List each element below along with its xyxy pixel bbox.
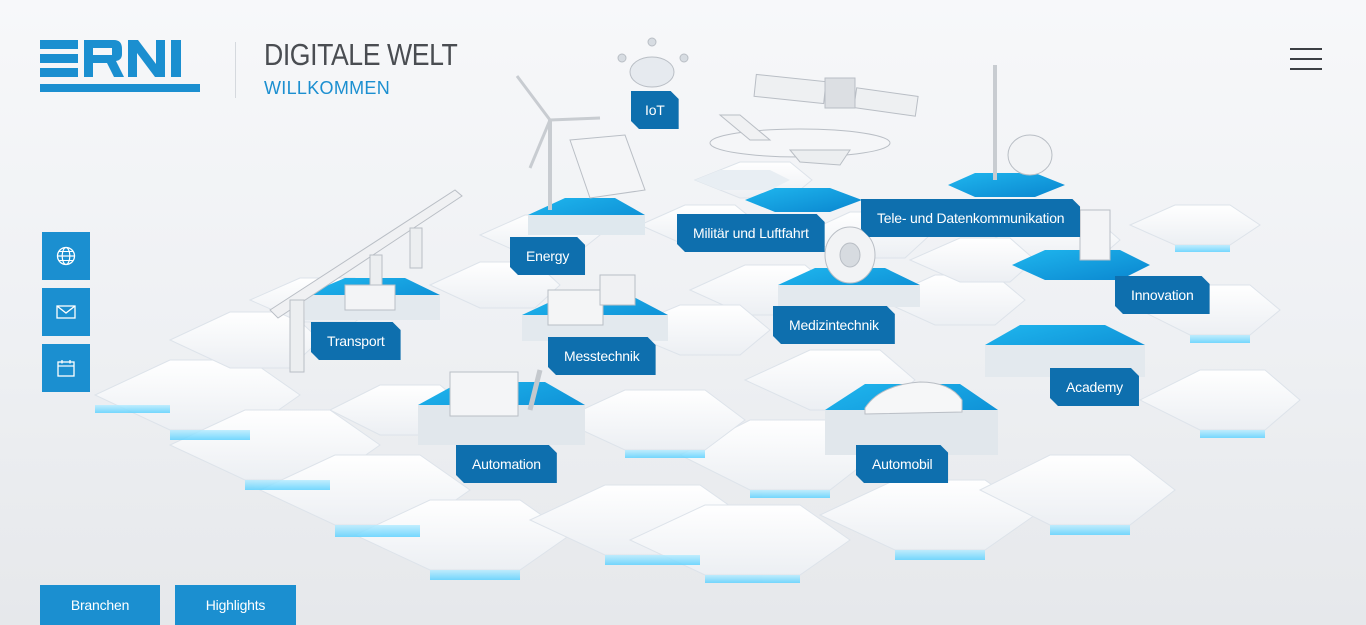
erni-logo[interactable] [40,40,200,92]
branchen-button[interactable]: Branchen [40,585,160,625]
hotspot-automation[interactable]: Automation [456,445,557,483]
hotspot-telecommunication[interactable]: Tele- und Datenkommunikation [861,199,1080,237]
menu-bar [1290,68,1322,70]
hamburger-menu-button[interactable] [1288,46,1324,72]
hotspot-transport[interactable]: Transport [311,322,401,360]
hotspot-military-aviation[interactable]: Militär und Luftfahrt [677,214,825,252]
calendar-icon [57,360,75,377]
menu-bar [1290,48,1322,50]
hotspot-iot[interactable]: IoT [631,91,679,129]
hotspot-medical-technology[interactable]: Medizintechnik [773,306,895,344]
contact-button[interactable] [42,288,90,336]
hotspot-measurement-technology[interactable]: Messtechnik [548,337,656,375]
hex-glow [95,245,1265,583]
menu-bar [1290,58,1322,60]
mail-icon [56,305,76,319]
highlights-button[interactable]: Highlights [175,585,296,625]
hotspot-energy[interactable]: Energy [510,237,585,275]
globe-icon [56,246,76,266]
events-button[interactable] [42,344,90,392]
language-button[interactable] [42,232,90,280]
page-subtitle: WILLKOMMEN [264,78,391,98]
page-title: DIGITALE WELT [264,37,458,72]
hotspot-innovation[interactable]: Innovation [1115,276,1210,314]
header-divider [235,42,236,98]
device-silhouettes [269,37,1111,417]
hotspot-automotive[interactable]: Automobil [856,445,948,483]
hotspot-academy[interactable]: Academy [1050,368,1139,406]
hex-field [93,161,1301,576]
